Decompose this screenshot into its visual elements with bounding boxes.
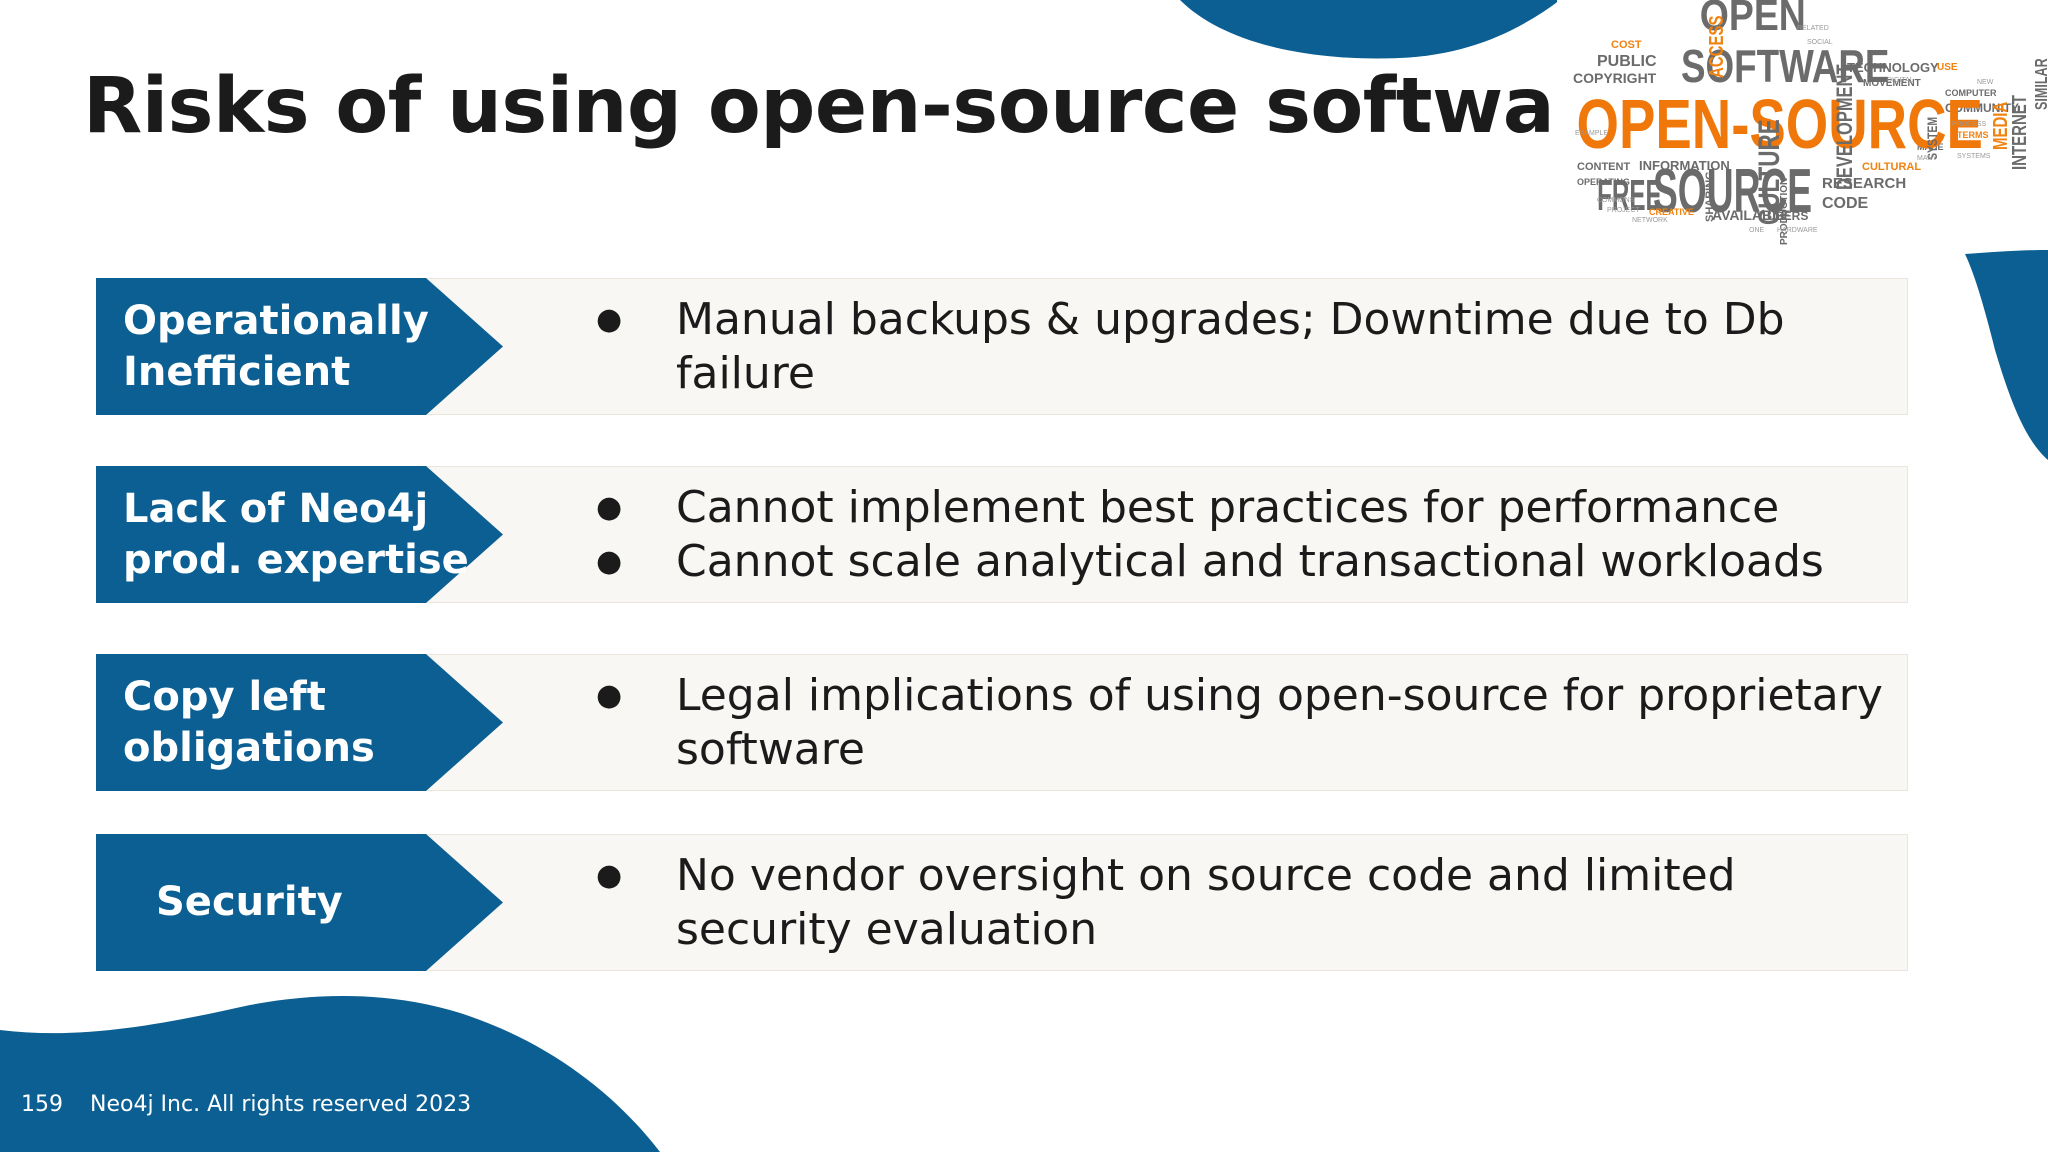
cloud-word-internet: INTERNET: [2008, 95, 2031, 170]
risk-bullet-item: Legal implications of using open-source …: [596, 669, 1896, 777]
slide-footer: 159 Neo4j Inc. All rights reserved 2023: [21, 1092, 491, 1117]
slide-title: Risks of using open-source software: [83, 62, 1644, 151]
cloud-word-system: SYSTEM: [1925, 117, 1941, 160]
risk-tag-label: Copy left obligations: [123, 654, 483, 791]
cloud-word-creative: CREATIVE: [1649, 207, 1694, 217]
cloud-word-access: ACCESS: [1705, 15, 1728, 78]
cloud-word-content: CONTENT: [1577, 161, 1630, 173]
cloud-word-cultural: USERS: [1767, 209, 1808, 223]
copyright-notice: Neo4j Inc. All rights reserved 2023: [90, 1092, 472, 1117]
risk-row-operational: Operationally Inefficient Manual backups…: [96, 278, 1908, 415]
cloud-word-information: INFORMATION: [1639, 158, 1730, 173]
cloud-word-production: PRODUCTION: [1779, 178, 1790, 245]
risk-bullet-item: Cannot scale analytical and transactiona…: [596, 535, 1896, 589]
cloud-word-network: NETWORK: [1632, 217, 1668, 224]
risk-bullet-item: No vendor oversight on source code and l…: [596, 849, 1896, 957]
cloud-word-open: OPEN: [1700, 0, 1806, 40]
risk-bullet-list: Manual backups & upgrades; Downtime due …: [596, 278, 1896, 415]
cloud-word-media: MEDIA: [1989, 102, 2012, 150]
risk-tag-line: Inefficient: [123, 348, 351, 395]
risk-bullet-list: No vendor oversight on source code and l…: [596, 834, 1896, 971]
cloud-word-project: PROJECT: [1607, 207, 1640, 214]
cloud-word-computer: COMPUTER: [1945, 88, 1997, 98]
risk-row-expertise: Lack of Neo4j prod. expertise Cannot imp…: [96, 466, 1908, 603]
open-source-word-cloud-image: OPEN SOFTWARE FREE SOURCE PUBLIC COPYRIG…: [1557, 0, 2048, 250]
cloud-word-hardware: HARDWARE: [1777, 227, 1818, 234]
page-number: 159: [21, 1092, 63, 1117]
cloud-word-commons: COMMONS: [1597, 197, 1635, 204]
risk-tag-arrow: [96, 654, 503, 791]
risk-tag-arrow: [96, 278, 503, 415]
risk-tag-line: Security: [156, 879, 343, 925]
cloud-word-research: RESEARCH: [1822, 175, 1906, 192]
cloud-word-process: PROCESS: [1952, 121, 1987, 128]
cloud-word-terms: TERMS: [1957, 130, 1989, 140]
risk-tag-line: Copy left: [123, 673, 326, 720]
cloud-word-public: PUBLIC: [1597, 53, 1657, 70]
risk-bullet-item: Cannot implement best practices for perf…: [596, 481, 1896, 535]
risk-tag-label: Operationally Inefficient: [123, 278, 483, 415]
cloud-word-copyright: COPYRIGHT: [1573, 70, 1657, 86]
cloud-word-similar: DIGITAL: [1887, 77, 1914, 84]
cloud-word-technology: TECHNOLOGY: [1847, 60, 1939, 75]
cloud-word-systems: SYSTEMS: [1957, 153, 1991, 160]
bottom-left-blob-decoration: [0, 996, 660, 1152]
risk-tag-line: obligations: [123, 724, 375, 771]
cloud-word-free: FREE: [1597, 170, 1662, 220]
cloud-word-social: SOCIAL: [1807, 39, 1833, 46]
cloud-word-digital-vertical: SIMILAR: [2032, 58, 2048, 110]
risk-tag-line: prod. expertise: [123, 536, 469, 583]
risk-row-security: Security No vendor oversight on source c…: [96, 834, 1908, 971]
cloud-word-users: AVAILABLE: [1712, 207, 1790, 223]
risk-tag-label: Lack of Neo4j prod. expertise: [123, 466, 483, 603]
risk-tag-arrow: [96, 834, 503, 971]
cloud-word-made: MADE: [1917, 142, 1944, 152]
cloud-word-movement: MOVEMENT: [1863, 78, 1921, 89]
cloud-word-community: COMMUNITY: [1945, 101, 2019, 115]
cloud-word-available: CULTURAL: [1862, 161, 1921, 173]
cloud-word-software: SOFTWARE: [1681, 40, 1889, 92]
cloud-word-open-source: OPEN-SOURCE: [1577, 86, 1983, 164]
cloud-word-one: ONE: [1749, 227, 1765, 234]
right-blob-decoration: [1965, 250, 2048, 460]
risk-bullet-list: Legal implications of using open-source …: [596, 654, 1896, 791]
cloud-word-source: SOURCE: [1653, 156, 1812, 225]
top-blob-decoration: [1180, 0, 1560, 59]
cloud-word-digital: USE: [1937, 62, 1958, 73]
risk-tag-line: Lack of Neo4j: [123, 485, 429, 532]
risk-bullet-list: Cannot implement best practices for perf…: [596, 466, 1896, 603]
cloud-word-operating: OPERATING: [1577, 177, 1630, 187]
risk-bullet-item: Manual backups & upgrades; Downtime due …: [596, 293, 1896, 401]
risk-tag-arrow: [96, 466, 503, 603]
cloud-word-culture: CULTURE: [1752, 119, 1786, 225]
cloud-word-many: MANY: [1917, 155, 1938, 162]
cloud-word-related: RELATED: [1797, 25, 1829, 32]
risk-row-copyleft: Copy left obligations Legal implications…: [96, 654, 1908, 791]
cloud-word-example: EXAMPLE: [1575, 130, 1608, 137]
risk-tag-line: Operationally: [123, 297, 429, 344]
cloud-word-new: NEW: [1977, 79, 1994, 86]
cloud-word-cost: COST: [1611, 39, 1642, 51]
cloud-word-sharing: SHARING: [1704, 171, 1716, 222]
risk-tag-label: Security: [156, 834, 516, 971]
cloud-word-development: DEVELOPMENT: [1833, 64, 1858, 190]
cloud-word-code: CODE: [1822, 195, 1869, 212]
